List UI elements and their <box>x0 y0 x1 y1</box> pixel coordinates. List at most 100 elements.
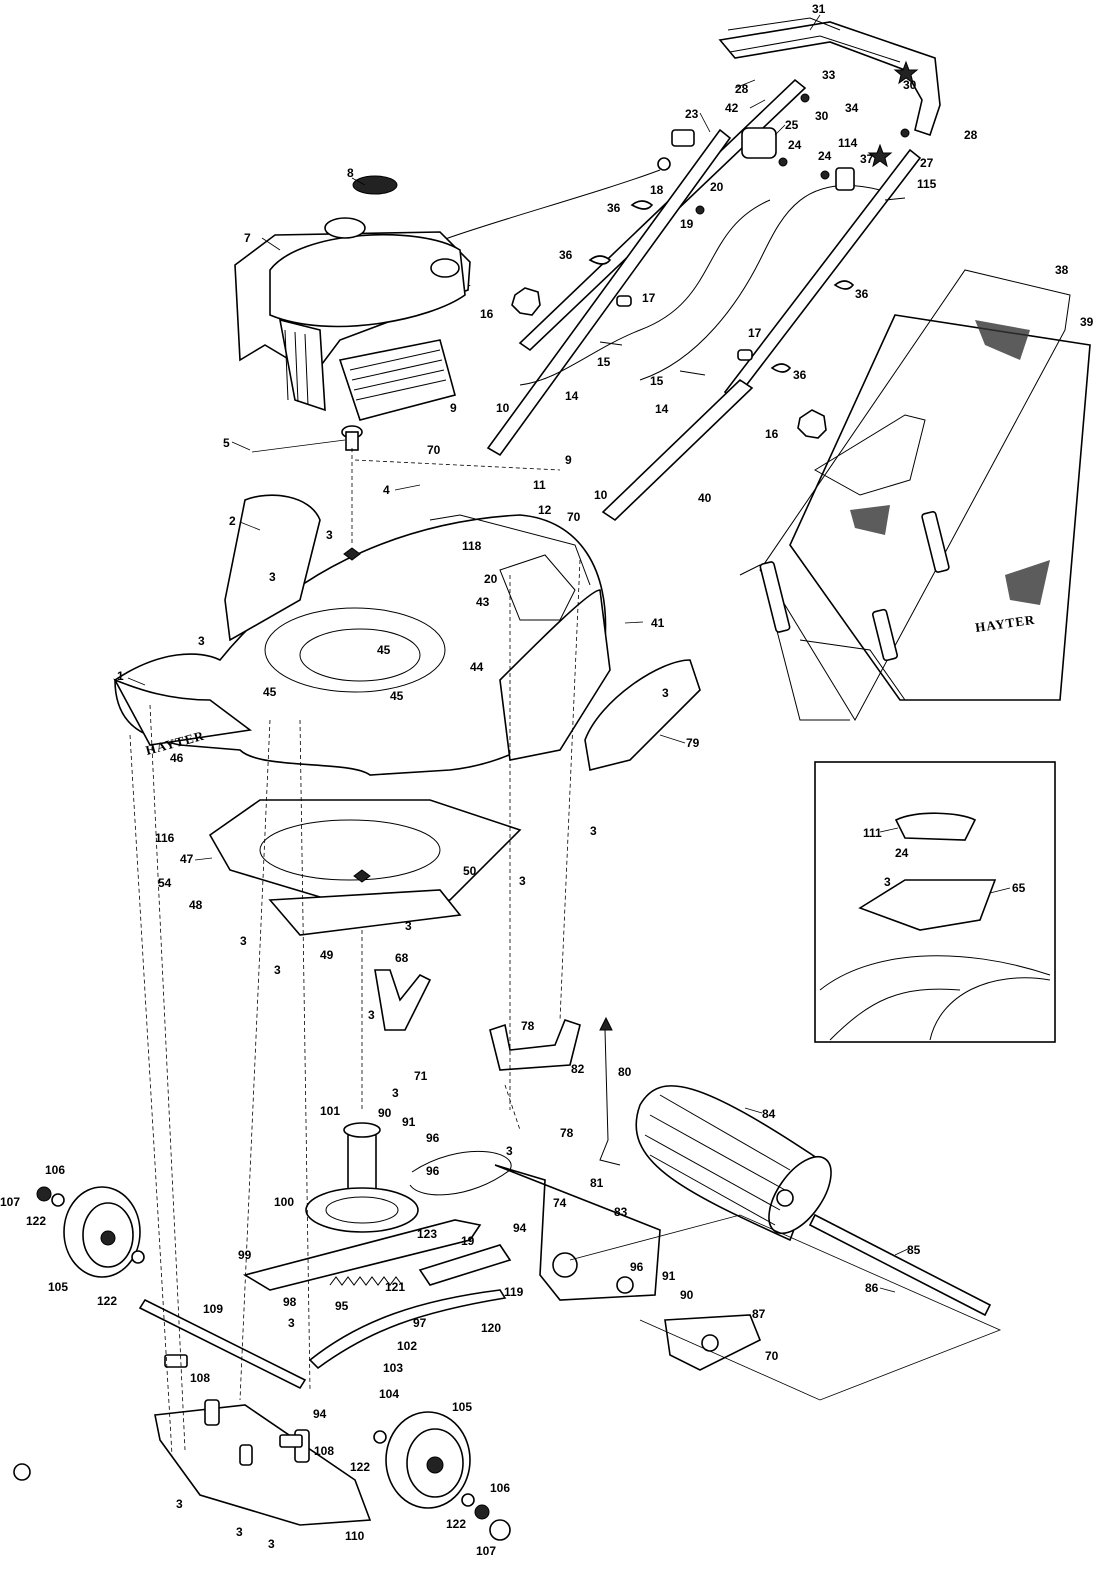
callout-3a: 3 <box>326 528 333 542</box>
callout-105a: 105 <box>48 1280 68 1294</box>
callout-3o: 3 <box>236 1525 243 1539</box>
callout-3h: 3 <box>405 919 412 933</box>
callout-96c: 96 <box>630 1260 644 1274</box>
callout-36b: 36 <box>559 248 573 262</box>
callout-33: 33 <box>822 68 836 82</box>
callout-108b: 108 <box>314 1444 334 1458</box>
callout-3g: 3 <box>240 934 247 948</box>
callout-74: 74 <box>553 1196 567 1210</box>
callout-23: 23 <box>685 107 699 121</box>
callout-78a: 78 <box>521 1019 535 1033</box>
callout-65: 65 <box>1012 881 1026 895</box>
callout-20a: 20 <box>710 180 724 194</box>
callout-90a: 90 <box>378 1106 392 1120</box>
callout-91a: 91 <box>402 1115 416 1129</box>
callout-78b: 78 <box>560 1126 574 1140</box>
callout-19a: 19 <box>680 217 694 231</box>
callout-27: 27 <box>920 156 934 170</box>
alignment-lines <box>129 439 581 1456</box>
callout-111: 111 <box>863 826 882 840</box>
callout-120: 120 <box>481 1321 501 1335</box>
callout-3j: 3 <box>368 1008 375 1022</box>
callout-71: 71 <box>414 1069 428 1083</box>
callout-20b: 20 <box>484 572 498 586</box>
callout-70c: 70 <box>765 1349 779 1363</box>
callout-7: 7 <box>244 231 251 245</box>
callout-14b: 14 <box>655 402 669 416</box>
callout-95: 95 <box>335 1299 349 1313</box>
callout-15a: 15 <box>597 355 611 369</box>
callout-122b: 122 <box>97 1294 117 1308</box>
callout-25: 25 <box>785 118 799 132</box>
callout-98: 98 <box>283 1295 297 1309</box>
callout-24c: 24 <box>895 846 909 860</box>
callout-17b: 17 <box>748 326 762 340</box>
callout-104: 104 <box>379 1387 399 1401</box>
callout-3c: 3 <box>198 634 205 648</box>
callout-122d: 122 <box>446 1517 466 1531</box>
mower-deck: HAYTER <box>113 494 701 936</box>
callout-3l: 3 <box>506 1144 513 1158</box>
callout-103: 103 <box>383 1361 403 1375</box>
callout-31: 31 <box>812 2 826 16</box>
callout-80: 80 <box>618 1065 632 1079</box>
callout-15b: 15 <box>650 374 664 388</box>
drive-assembly <box>138 969 1002 1401</box>
callout-107b: 107 <box>476 1544 496 1558</box>
callout-83: 83 <box>614 1205 628 1219</box>
callout-19b: 19 <box>461 1234 475 1248</box>
callout-3d: 3 <box>662 686 669 700</box>
callout-28a: 28 <box>735 82 749 96</box>
callout-3f: 3 <box>519 874 526 888</box>
callout-38: 38 <box>1055 263 1069 277</box>
callout-85: 85 <box>907 1243 921 1257</box>
callout-41: 41 <box>651 616 665 630</box>
callout-70a: 70 <box>567 510 581 524</box>
callout-16b: 16 <box>765 427 779 441</box>
callout-50: 50 <box>463 864 477 878</box>
callout-107a: 107 <box>0 1195 20 1209</box>
grass-box <box>739 269 1091 722</box>
callout-39: 39 <box>1080 315 1094 329</box>
callout-24a: 24 <box>788 138 802 152</box>
callout-44: 44 <box>470 660 484 674</box>
callout-14a: 14 <box>565 389 579 403</box>
callout-123: 123 <box>417 1227 437 1241</box>
callout-81: 81 <box>590 1176 604 1190</box>
callout-30a: 30 <box>903 78 917 92</box>
callout-3b: 3 <box>269 570 276 584</box>
callout-108a: 108 <box>190 1371 210 1385</box>
callout-116: 116 <box>155 831 175 845</box>
callout-96b: 96 <box>426 1164 440 1178</box>
callout-79: 79 <box>686 736 700 750</box>
callout-118: 118 <box>462 539 482 553</box>
callout-97: 97 <box>413 1316 427 1330</box>
callout-122a: 122 <box>26 1214 46 1228</box>
callout-9a: 9 <box>450 401 457 415</box>
leader-lines <box>127 14 1011 1293</box>
lower-rear-plate <box>154 1354 372 1526</box>
callout-34: 34 <box>845 101 859 115</box>
callout-4: 4 <box>383 483 390 497</box>
callout-16a: 16 <box>480 307 494 321</box>
callout-96a: 96 <box>426 1131 440 1145</box>
callout-91b: 91 <box>662 1269 676 1283</box>
callout-3q: 3 <box>884 875 891 889</box>
callout-12: 12 <box>538 503 552 517</box>
callout-106a: 106 <box>45 1163 65 1177</box>
callout-36c: 36 <box>855 287 869 301</box>
callout-94b: 94 <box>313 1407 327 1421</box>
callout-8: 8 <box>347 166 354 180</box>
callout-2: 2 <box>229 514 236 528</box>
callout-45c: 45 <box>390 689 404 703</box>
callout-90b: 90 <box>680 1288 694 1302</box>
engine <box>234 175 471 451</box>
callout-87: 87 <box>752 1307 766 1321</box>
callout-100: 100 <box>274 1195 294 1209</box>
callout-54: 54 <box>158 876 172 890</box>
callout-49: 49 <box>320 948 334 962</box>
callout-10b: 10 <box>594 488 608 502</box>
callout-70b: 70 <box>427 443 441 457</box>
callout-18: 18 <box>650 183 664 197</box>
